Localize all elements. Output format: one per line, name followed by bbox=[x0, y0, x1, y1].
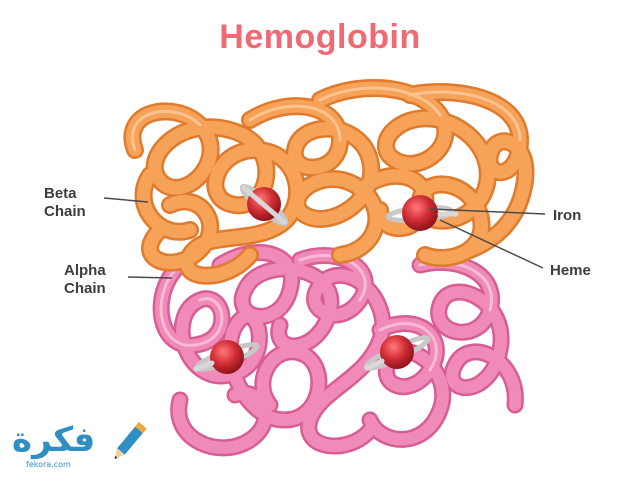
alpha-chain-label-line2: Chain bbox=[64, 280, 106, 297]
alpha-chain bbox=[152, 244, 524, 457]
heme-group-alpha-right bbox=[363, 335, 431, 371]
alpha-chain-leader-line bbox=[127, 276, 173, 279]
beta-chain-label-line2: Chain bbox=[44, 203, 86, 220]
iron-atom bbox=[380, 335, 414, 369]
heme-group-beta-right bbox=[385, 195, 459, 231]
beta-chain-label: Beta Chain bbox=[44, 185, 86, 221]
iron-atom bbox=[210, 340, 244, 374]
iron-leader-line bbox=[429, 208, 546, 215]
iron-label: Iron bbox=[553, 207, 582, 224]
site-watermark-logo: فكرة fekora.com bbox=[8, 418, 148, 478]
watermark-site-url: fekora.com bbox=[26, 460, 71, 469]
watermark-logo-text: فكرة bbox=[12, 420, 96, 460]
alpha-chain-label: Alpha Chain bbox=[64, 262, 106, 298]
beta-chain-leader-line bbox=[103, 197, 149, 203]
heme-leader-line bbox=[439, 219, 544, 269]
diagram-title: Hemoglobin bbox=[219, 18, 421, 56]
beta-chain-label-line1: Beta bbox=[44, 185, 77, 202]
heme-group-alpha-left bbox=[193, 340, 260, 374]
alpha-chain-label-line1: Alpha bbox=[64, 262, 106, 279]
heme-group-beta-left bbox=[239, 183, 289, 227]
heme-label: Heme bbox=[550, 262, 591, 279]
iron-atom bbox=[402, 195, 438, 231]
pencil-icon bbox=[114, 422, 147, 460]
